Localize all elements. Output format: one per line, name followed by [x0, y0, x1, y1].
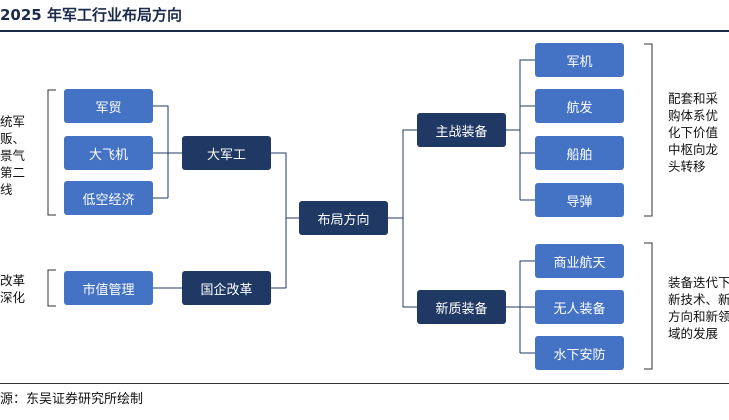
connector-right-hubs — [388, 129, 417, 308]
connector-main-leaves — [506, 59, 535, 201]
node-wu-ren-zhuang-bei: 无人装备 — [535, 290, 624, 324]
node-da-fei-ji: 大飞机 — [64, 136, 153, 170]
source-note: 源：东吴证券研究所绘制 — [0, 392, 144, 407]
note-left-top: 统军 贩、 景气 第二 线 — [0, 114, 26, 197]
footer-rule — [0, 383, 729, 384]
node-zhu-zhan-zhuang-bei: 主战装备 — [417, 113, 506, 147]
title-rule — [0, 30, 729, 32]
node-shang-ye-hang-tian: 商业航天 — [535, 244, 624, 278]
bracket-right-top — [644, 43, 653, 217]
node-shui-xia-an-fang: 水下安防 — [535, 336, 624, 370]
node-guo-qi-gai-ge: 国企改革 — [182, 271, 271, 305]
bracket-left-top — [47, 89, 56, 216]
node-shi-zhi-guan-li: 市值管理 — [64, 271, 153, 305]
page-title: 2025 年军工行业布局方向 — [0, 6, 182, 24]
node-root-bu-ju-fang-xiang: 布局方向 — [299, 201, 388, 235]
note-right-bottom: 装备迭代下 新技术、新 方向和新领 域的发展 — [668, 275, 729, 341]
bracket-right-bottom — [644, 242, 653, 370]
node-di-kong-jing-ji: 低空经济 — [64, 181, 153, 215]
node-da-jun-gong: 大军工 — [182, 136, 271, 170]
node-hang-fa: 航发 — [535, 89, 624, 123]
connector-left-leaves-top — [153, 105, 182, 199]
bracket-left-bottom — [47, 269, 56, 307]
node-dao-dan: 导弹 — [535, 183, 624, 217]
note-right-top: 配套和采 购体系优 化下价值 中枢向龙 头转移 — [668, 91, 719, 174]
connector-left-hubs — [271, 152, 299, 289]
node-chuan-bo: 船舶 — [535, 136, 624, 170]
note-left-bottom: 改革 深化 — [0, 273, 26, 305]
node-xin-zhi-zhuang-bei: 新质装备 — [417, 290, 506, 324]
node-jun-mao: 军贸 — [64, 89, 153, 123]
node-jun-ji: 军机 — [535, 43, 624, 77]
connector-new-leaves — [506, 260, 535, 354]
